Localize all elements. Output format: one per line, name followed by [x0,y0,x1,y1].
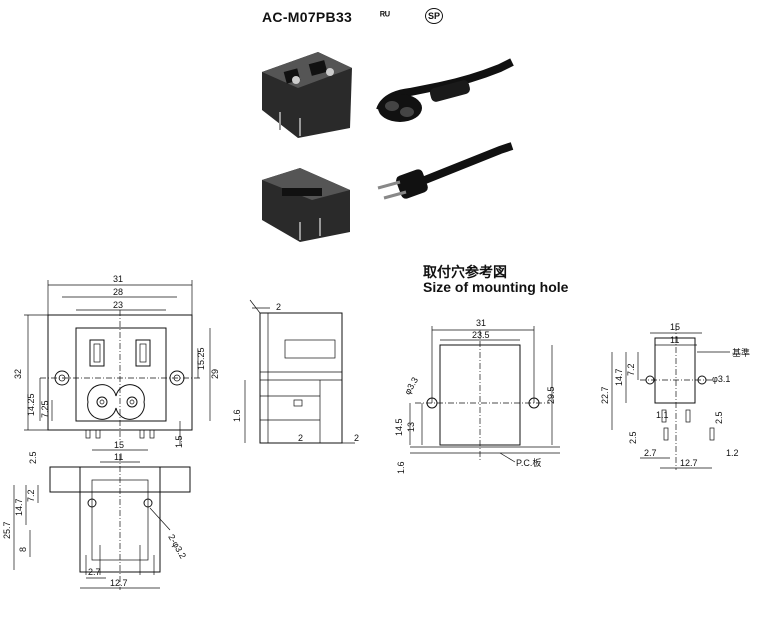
mhr-dim-7-2: 7.2 [626,363,636,376]
mounting-title-en: Size of mounting hole [423,279,569,295]
csa-certification-mark: SP [425,8,443,24]
photo-inlet-front [262,52,352,138]
ul-certification-mark: ᴿᵁ [380,10,390,22]
front-dim-15-25: 15.25 [196,347,206,370]
mhr-dim-15: 15 [670,322,680,332]
mhr-dim-1-2: 1.2 [726,448,739,458]
front-dim-7-25: 7.25 [40,400,50,418]
front-dim-23: 23 [113,300,123,310]
bottom-dim-2-5: 2.5 [28,451,38,464]
photo-plug-c7 [376,58,514,122]
mh-dim-29-5: 29.5 [546,386,556,404]
photo-plug-nema [377,142,514,200]
mhr-dim-2-7: 2.7 [644,448,657,458]
front-dim-29: 29 [210,369,220,379]
front-view [24,280,211,445]
mhr-dim-22-7: 22.7 [600,386,610,404]
mh-dim-31: 31 [476,318,486,328]
bottom-dim-7-2: 7.2 [26,489,36,502]
bottom-dim-15: 15 [114,440,124,450]
bottom-view [13,449,191,590]
front-dim-32: 32 [13,369,23,379]
mh-pc-board: P.C.板 [516,457,541,468]
side-dim-2-bottom-b: 2 [354,433,359,443]
front-dim-1-5: 1.5 [174,435,184,448]
mhr-dim-12-7: 12.7 [680,458,698,468]
mh-dim-13: 13 [406,422,416,432]
front-dim-31: 31 [113,274,123,284]
mh-dim-23-5: 23.5 [472,330,490,340]
mounting-hole-drawing [409,326,560,463]
bottom-dim-8: 8 [18,547,28,552]
front-dim-28: 28 [113,287,123,297]
bottom-dim-holes: 2-φ3.2 [166,533,188,561]
photo-inlet-side [262,168,350,242]
mhr-dim-2-5-b: 2.5 [628,431,638,444]
bottom-dim-11: 11 [114,452,123,462]
side-dim-2-bottom-a: 2 [298,433,303,443]
model-number: AC-M07PB33 [262,9,353,25]
bottom-dim-12-7: 12.7 [110,578,128,588]
mhr-dim-hole: φ3.1 [712,374,730,384]
mhr-dim-1-1: 1.1 [656,410,669,420]
mounting-title-jp: 取付穴参考図 [423,265,507,281]
mhr-ref: 基準 [732,347,750,359]
mhr-dim-2-5-a: 2.5 [714,411,724,424]
mh-dim-14-5: 14.5 [394,418,404,436]
side-view [244,299,355,444]
mhr-dim-11: 11 [670,335,679,345]
mhr-dim-14-7: 14.7 [614,368,624,386]
side-dim-1-6: 1.6 [232,409,242,422]
mh-dim-hole: φ3.3 [402,375,420,396]
side-dim-2-top: 2 [276,302,281,312]
front-dim-14-25: 14.25 [26,393,36,416]
bottom-dim-2-7: 2.7 [88,567,101,577]
mounting-hole-right-drawing [611,325,730,470]
bottom-dim-14-7: 14.7 [14,498,24,516]
bottom-dim-25-7: 25.7 [2,521,12,539]
mh-dim-1-6: 1.6 [396,461,406,474]
